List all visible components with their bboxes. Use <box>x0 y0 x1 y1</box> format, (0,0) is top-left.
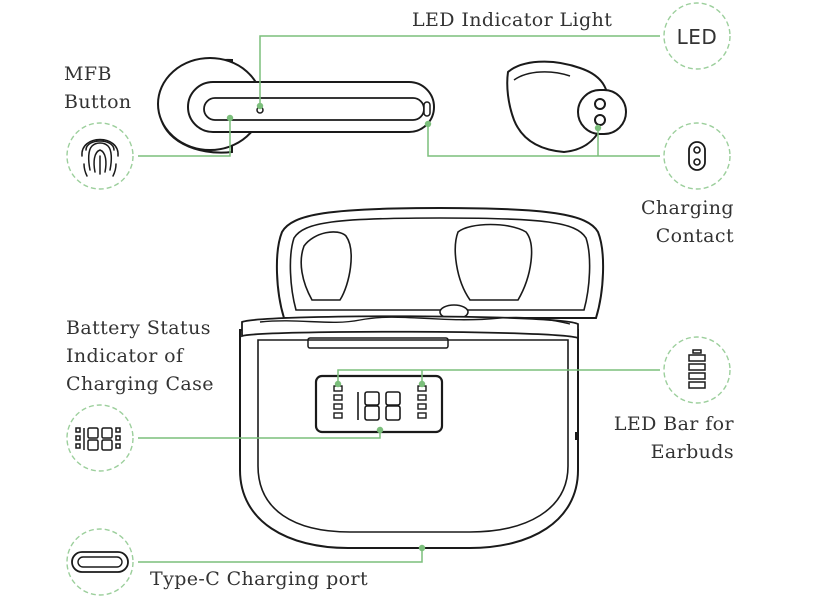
label-ledbar-line1: LED Bar for <box>614 413 735 435</box>
label-charging-line2: Contact <box>656 225 734 247</box>
earbud-body <box>506 60 609 154</box>
segment-display-icon <box>66 404 134 472</box>
stem-cap <box>423 101 431 117</box>
contact-pin-bottom <box>594 114 606 126</box>
leader-ledbar <box>337 369 660 384</box>
led-badge-text: LED <box>677 25 718 49</box>
label-typec: Type-C Charging port <box>150 568 368 590</box>
charging-contact-icon <box>663 122 731 190</box>
contact-pin-top <box>594 98 606 110</box>
usb-c-port-icon <box>66 528 134 596</box>
case-lid <box>275 206 605 319</box>
display-bar-right <box>417 385 427 419</box>
lid-cavity-right <box>454 223 533 301</box>
leader-charging <box>427 124 660 157</box>
lid-cavity-left <box>300 231 352 301</box>
label-led-indicator: LED Indicator Light <box>412 9 612 31</box>
case-lid-inner <box>289 217 591 311</box>
label-charging-line1: Charging <box>641 197 734 219</box>
display-digits <box>357 391 401 421</box>
led-text-icon: LED <box>663 2 731 70</box>
label-battery-line2: Indicator of <box>66 345 185 367</box>
earbud-body-edge <box>513 71 571 81</box>
label-battery-line3: Charging Case <box>66 373 214 395</box>
contact-housing <box>577 89 627 135</box>
battery-bar-icon <box>663 336 731 404</box>
leader-dots <box>226 102 602 552</box>
label-mfb-line2: Button <box>64 91 132 113</box>
fingerprint-icon <box>66 122 134 190</box>
earbud-stem <box>187 81 435 133</box>
leader-led <box>259 35 660 106</box>
leader-mfb <box>138 118 231 157</box>
label-mfb-line1: MFB <box>64 63 112 85</box>
earbud-side-view <box>157 57 435 154</box>
label-ledbar-line2: Earbuds <box>651 441 734 463</box>
label-battery-line1: Battery Status <box>66 317 211 339</box>
leader-typec <box>138 548 423 563</box>
earbud-bottom-view <box>506 60 627 154</box>
case-front-panel <box>257 339 569 533</box>
case-opening-inner <box>259 316 571 325</box>
case-base <box>239 329 579 549</box>
